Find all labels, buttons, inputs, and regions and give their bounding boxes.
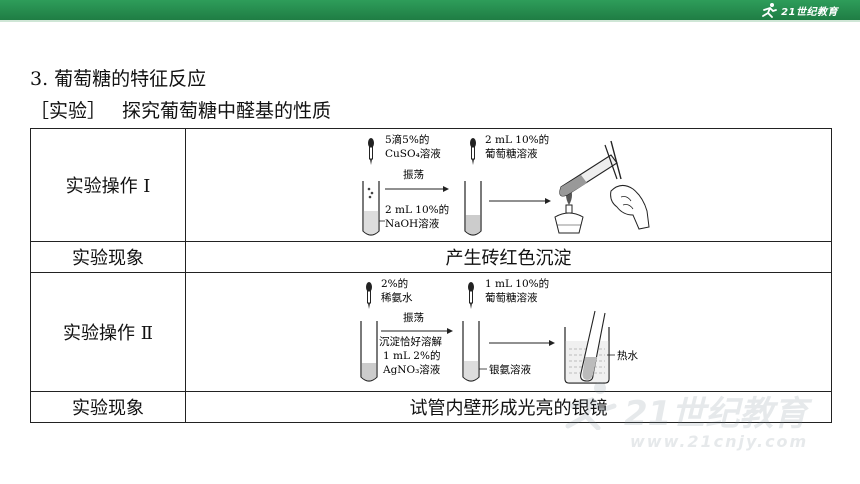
glucose-label-2: 葡萄糖溶液 — [485, 291, 538, 304]
procedure-diagram-1: 5滴5%的 CuSO₄溶液 振荡 2 mL 10%的 NaOH溶液 — [185, 128, 832, 242]
row-label: 实验操作 Ⅰ — [30, 128, 186, 242]
tube-label-1: 1 mL 2%的 — [383, 349, 440, 362]
procedure-diagram-2: 2%的 稀氨水 振荡 沉淀恰好溶解 1 mL 2%的 AgNO₃溶液 — [185, 272, 832, 392]
watermark-url: www.21cnjy.com — [630, 432, 809, 451]
test-tube-icon — [579, 310, 606, 382]
table-row: 实验操作 Ⅰ 5滴5%的 CuSO₄溶液 振荡 — [30, 128, 832, 242]
row-label: 实验操作 Ⅱ — [30, 272, 186, 392]
tube-label-1: 2 mL 10%的 — [385, 203, 449, 216]
dropper-icon — [365, 282, 372, 309]
glucose-label-1: 2 mL 10%的 — [485, 133, 549, 146]
runner-icon — [762, 3, 777, 18]
site-logo: 21世纪教育 — [760, 1, 838, 19]
row-label: 实验现象 — [30, 391, 186, 423]
table-row: 实验现象 试管内壁形成光亮的银镜 — [30, 391, 832, 423]
table-row: 实验操作 Ⅱ 2%的 稀氨水 振荡 沉淀恰好溶解 — [30, 272, 832, 392]
dropper-icon — [467, 282, 474, 309]
procedure-1-illustration: 5滴5%的 CuSO₄溶液 振荡 2 mL 10%的 NaOH溶液 — [361, 133, 650, 236]
glucose-label-2: 葡萄糖溶液 — [485, 147, 538, 160]
top-banner: 21世纪教育 — [0, 0, 860, 20]
arrow-label: 振荡 — [403, 168, 424, 181]
experiment-title: 探究葡萄糖中醛基的性质 — [122, 100, 332, 122]
silver-ammonia-label: 银氨溶液 — [489, 363, 531, 376]
drop-label-2: CuSO₄溶液 — [385, 147, 441, 160]
drop-label-2: 稀氨水 — [381, 291, 413, 304]
dropper-icon — [367, 138, 374, 165]
experiment-tag: ［实验］ — [30, 100, 107, 122]
procedure-2-illustration: 2%的 稀氨水 振荡 沉淀恰好溶解 1 mL 2%的 AgNO₃溶液 — [359, 277, 638, 384]
experiment-table: 实验操作 Ⅰ 5滴5%的 CuSO₄溶液 振荡 — [30, 128, 832, 423]
dropper-icon — [469, 138, 476, 165]
test-tube-holder-icon — [603, 140, 622, 180]
row-label: 实验现象 — [30, 241, 186, 273]
arrow-icon — [380, 328, 453, 334]
drop-label-1: 5滴5%的 — [385, 133, 429, 146]
observation-2: 试管内壁形成光亮的银镜 — [185, 391, 832, 423]
hand-icon — [609, 185, 650, 230]
tube-label-2: AgNO₃溶液 — [382, 363, 441, 376]
hot-water-label: 热水 — [617, 349, 638, 362]
test-tube-icon — [359, 321, 378, 382]
test-tube-icon — [461, 321, 480, 382]
arrow-icon — [384, 186, 449, 192]
arrow-icon — [488, 340, 555, 346]
arrow-label: 振荡 — [403, 311, 424, 324]
tube-label-2: NaOH溶液 — [385, 217, 440, 230]
logo-text: 21世纪教育 — [781, 6, 838, 18]
test-tube-icon — [463, 181, 482, 236]
glucose-label-1: 1 mL 10%的 — [485, 277, 549, 290]
test-tube-icon — [361, 181, 380, 236]
arrow-icon — [488, 198, 551, 204]
heated-test-tube-icon — [558, 154, 618, 197]
banner-divider — [0, 20, 860, 22]
table-row: 实验现象 产生砖红色沉淀 — [30, 241, 832, 273]
drop-label-1: 2%的 — [381, 277, 408, 290]
arrow-sub-label: 沉淀恰好溶解 — [379, 335, 442, 348]
experiment-heading: ［实验］ 探究葡萄糖中醛基的性质 — [30, 96, 331, 123]
observation-1: 产生砖红色沉淀 — [185, 241, 832, 273]
section-heading: 3. 葡萄糖的特征反应 — [30, 68, 207, 90]
